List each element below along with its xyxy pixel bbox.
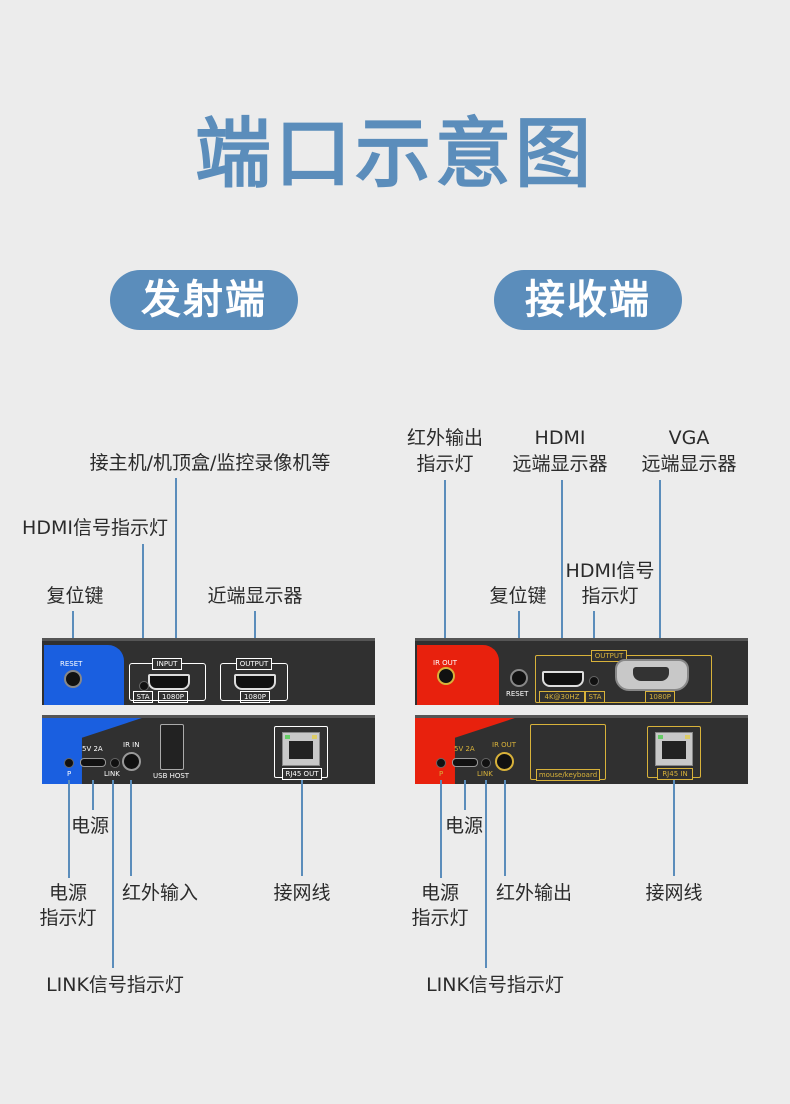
- tx-front-panel: RESET INPUT STA 1080P OUTPUT 1080P: [42, 638, 375, 705]
- tx-near-display-label: 近端显示器: [207, 585, 303, 607]
- rx-ir-out-led: [437, 667, 455, 685]
- tx-ir-in-port[interactable]: [122, 752, 141, 771]
- rx-vga-label-1: VGA: [668, 427, 710, 449]
- rx-mk-tag: mouse/keyboard: [536, 769, 600, 781]
- rx-power-led-label-1: 电源: [420, 882, 459, 904]
- tx-res-tag-2: 1080P: [240, 691, 270, 703]
- rx-vga-line: [659, 480, 661, 642]
- tx-power-led: [64, 758, 74, 768]
- tx-link-line: [112, 780, 114, 968]
- tx-output-tag: OUTPUT: [236, 658, 272, 670]
- rx-front-accent: [417, 645, 499, 705]
- rx-reset-line: [518, 611, 520, 657]
- tx-usb-c-power-port[interactable]: [80, 758, 106, 767]
- tx-input-tag: INPUT: [152, 658, 182, 670]
- tx-host-line: [175, 478, 177, 654]
- rx-hdmi-led-line: [593, 611, 595, 659]
- rx-power-text: 5V 2A: [454, 745, 475, 753]
- rx-rear-panel: 5V 2A P LINK IR OUT mouse/keyboard RJ45 …: [415, 715, 748, 784]
- tx-usb-text: USB HOST: [153, 772, 190, 780]
- tx-power-label: 电源: [70, 815, 109, 837]
- rx-ir-out-rear-line: [504, 780, 506, 876]
- tx-res-tag-1: 1080P: [158, 691, 188, 703]
- tx-rj45-tag: RJ45 OUT: [282, 768, 322, 780]
- rx-network-label: 接网线: [645, 882, 703, 904]
- rx-rj45-tag: RJ45 IN: [657, 768, 693, 780]
- tx-rj45-out-port[interactable]: [282, 732, 320, 766]
- rx-ir-out-text: IR OUT: [492, 741, 517, 749]
- tx-reset-text: RESET: [60, 660, 83, 668]
- rx-link-text: LINK: [477, 770, 493, 778]
- rx-hdmi-line: [561, 480, 563, 662]
- tx-hdmi-led-label: HDMI信号指示灯: [22, 517, 168, 539]
- rx-power-label: 电源: [444, 815, 483, 837]
- tx-usb-host-port[interactable]: [160, 724, 184, 770]
- rx-hdmi-led-label-2: 指示灯: [581, 585, 639, 607]
- tx-p-text: P: [67, 770, 72, 778]
- receiver-heading: 接收端: [494, 270, 682, 330]
- rx-power-led-label-2: 指示灯: [411, 907, 469, 929]
- rx-sta-tag: STA: [585, 691, 605, 703]
- tx-near-display-line: [254, 611, 256, 657]
- tx-power-led-label-1: 电源: [48, 882, 87, 904]
- rx-vga-output-port[interactable]: [615, 659, 689, 691]
- rx-front-panel: IR OUT RESET OUTPUT 4K@30HZ STA 1080P: [415, 638, 748, 705]
- rx-link-line: [485, 780, 487, 968]
- tx-link-text: LINK: [104, 770, 120, 778]
- rx-hdmi-output-port[interactable]: [542, 671, 584, 687]
- rx-p-text: P: [439, 770, 444, 778]
- transmitter-heading: 发射端: [110, 270, 298, 330]
- rx-ir-out-port[interactable]: [495, 752, 514, 771]
- tx-ir-in-label: 红外输入: [121, 882, 198, 904]
- tx-ir-text: IR IN: [123, 741, 140, 749]
- rx-hdmi-label-2: 远端显示器: [512, 453, 608, 475]
- tx-rear-panel: 5V 2A P LINK IR IN USB HOST RJ45 OUT: [42, 715, 375, 784]
- rx-ir-out-rear-label: 红外输出: [495, 882, 572, 904]
- rx-power-line: [464, 780, 466, 810]
- tx-hdmi-output-port[interactable]: [234, 674, 276, 690]
- tx-front-accent: [44, 645, 124, 705]
- rx-network-line: [673, 780, 675, 876]
- rx-res4k-tag: 4K@30HZ: [539, 691, 585, 703]
- rx-usb-c-power-port[interactable]: [452, 758, 478, 767]
- rx-reset-label: 复位键: [489, 585, 547, 607]
- tx-network-label: 接网线: [273, 882, 331, 904]
- rx-reset-text: RESET: [506, 690, 529, 698]
- tx-sta-tag: STA: [133, 691, 153, 703]
- tx-sta-led: [139, 681, 149, 691]
- rx-power-led-line: [440, 780, 442, 878]
- page-title: 端口示意图: [195, 109, 595, 198]
- tx-network-line: [301, 780, 303, 876]
- rx-ir-out-line: [444, 480, 446, 658]
- rx-output-tag: OUTPUT: [591, 650, 627, 662]
- rx-reset-button[interactable]: [510, 669, 528, 687]
- tx-power-led-line: [68, 780, 70, 878]
- tx-link-label: LINK信号指示灯: [46, 974, 184, 996]
- rx-hdmi-led-label-1: HDMI信号: [565, 560, 655, 582]
- tx-host-label: 接主机/机顶盒/监控录像机等: [89, 452, 331, 474]
- rx-vga-label-2: 远端显示器: [641, 453, 737, 475]
- tx-reset-line: [72, 611, 74, 655]
- rx-link-led: [481, 758, 491, 768]
- rx-sta-led: [589, 676, 599, 686]
- rx-ir-out-label-1: 红外输出: [406, 427, 483, 449]
- tx-power-led-label-2: 指示灯: [39, 907, 97, 929]
- tx-power-line: [92, 780, 94, 810]
- rx-power-led: [436, 758, 446, 768]
- rx-ir-out-label-2: 指示灯: [416, 453, 474, 475]
- tx-hdmi-input-port[interactable]: [148, 674, 190, 690]
- rx-hdmi-label-1: HDMI: [534, 427, 586, 449]
- rx-res1080-tag: 1080P: [645, 691, 675, 703]
- rx-ir-text: IR OUT: [433, 659, 458, 667]
- tx-power-text: 5V 2A: [82, 745, 103, 753]
- rx-rj45-in-port[interactable]: [655, 732, 693, 766]
- rx-link-label: LINK信号指示灯: [426, 974, 564, 996]
- tx-ir-in-line: [130, 780, 132, 876]
- tx-reset-label: 复位键: [46, 585, 104, 607]
- tx-link-led: [110, 758, 120, 768]
- tx-reset-button[interactable]: [64, 670, 82, 688]
- tx-hdmi-led-line: [142, 544, 144, 666]
